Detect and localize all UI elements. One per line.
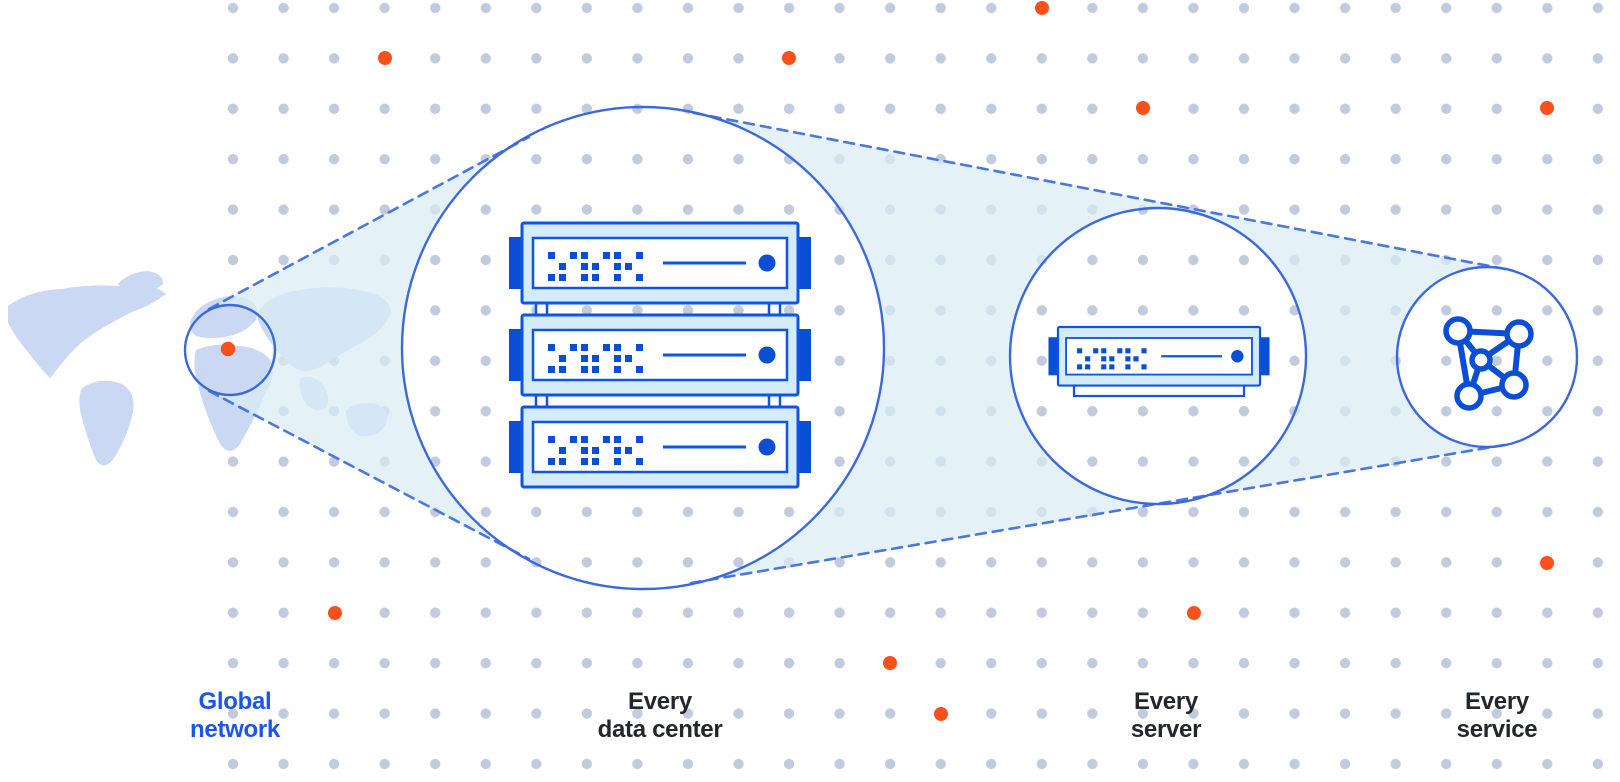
label-line: service (1456, 716, 1538, 743)
label-line: data center (597, 716, 723, 743)
network-mesh-icon (1443, 316, 1534, 411)
server-rack-icon (507, 221, 813, 489)
label-line: Global (198, 688, 272, 715)
label-every-server: Every server (1130, 688, 1202, 744)
location-marker-dot (220, 341, 236, 357)
dashed-guides (207, 111, 1507, 585)
label-line: server (1130, 716, 1202, 743)
single-server-icon (1047, 325, 1271, 398)
service-circle (1395, 265, 1579, 449)
global-network-circle (183, 303, 277, 397)
circle-outlines (183, 105, 1579, 591)
label-line: Every (1465, 688, 1529, 715)
server-circle (1008, 206, 1308, 506)
label-global-network: Global network (190, 688, 280, 744)
label-line: Every (628, 688, 692, 715)
orange-accent-dots (328, 1, 1554, 721)
data-center-circle (400, 105, 886, 591)
label-every-service: Every service (1457, 688, 1538, 744)
label-every-data-center: Every data center (598, 688, 723, 744)
label-line: network (190, 716, 280, 743)
label-line: Every (1134, 688, 1198, 715)
